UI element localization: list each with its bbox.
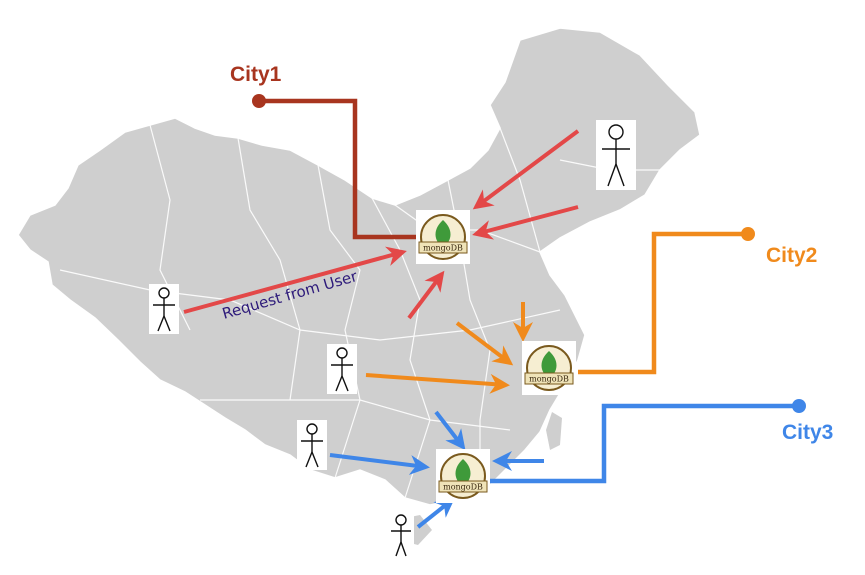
mongodb-node-city1: mongoDB xyxy=(416,210,470,264)
mongodb-label: mongoDB xyxy=(423,244,463,253)
mongodb-node-city3: mongoDB xyxy=(436,449,490,503)
city1-marker xyxy=(252,94,266,108)
mongodb-node-city2: mongoDB xyxy=(522,341,576,395)
city1-connection-line xyxy=(259,98,418,240)
mongodb-banner xyxy=(524,372,574,385)
request-arrow xyxy=(472,205,579,240)
stick-figure-icon xyxy=(297,420,327,470)
mongodb-banner xyxy=(418,241,468,254)
city3-request-arrows xyxy=(329,410,544,529)
city3-label: City3 xyxy=(782,421,833,444)
city3-connection-line xyxy=(488,403,799,484)
request-arrow xyxy=(416,497,456,529)
request-arrow xyxy=(434,410,466,451)
city1-label: City1 xyxy=(230,63,282,86)
taiwan-island xyxy=(546,412,562,450)
stick-figure-icon xyxy=(388,512,414,558)
request-arrow xyxy=(407,270,445,320)
stick-figure-icon xyxy=(327,344,357,394)
city1-request-arrows xyxy=(183,129,580,320)
stick-figure-icon xyxy=(149,284,179,334)
request-arrow xyxy=(329,453,430,475)
mongodb-leaf-icon xyxy=(455,459,471,487)
china-map xyxy=(17,27,701,545)
mongodb-banner xyxy=(438,480,488,493)
request-arrow xyxy=(472,129,580,210)
city2-connection-line xyxy=(578,231,748,375)
mongodb-leaf-icon xyxy=(435,220,451,248)
user-figures xyxy=(149,120,636,558)
mongodb-label: mongoDB xyxy=(443,483,483,492)
city3-marker xyxy=(792,399,806,413)
request-arrow xyxy=(455,321,514,366)
city2-request-arrows xyxy=(365,302,533,394)
city2-label: City2 xyxy=(766,244,817,267)
stick-figure-icon xyxy=(596,120,636,190)
mongodb-leaf-icon xyxy=(541,351,557,379)
request-arrow xyxy=(365,373,510,394)
city2-marker xyxy=(741,227,755,241)
mongodb-label: mongoDB xyxy=(529,375,569,384)
map-shape xyxy=(17,27,701,506)
request-arrow xyxy=(183,246,407,314)
